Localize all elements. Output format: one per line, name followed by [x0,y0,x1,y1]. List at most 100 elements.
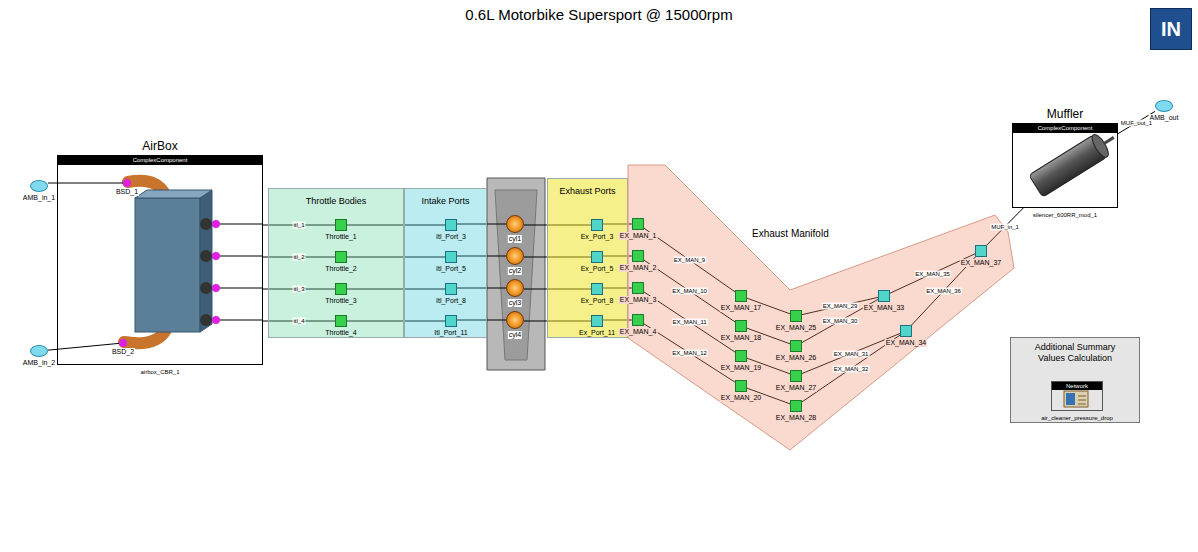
pipe-label: EX_MAN_9 [673,257,706,264]
pipe-connector [48,183,123,184]
node-label: EX_MAN_37 [960,259,1002,267]
node-label: EX_MAN_28 [775,414,817,422]
manifold-shape [628,165,1014,450]
flow-split: EX_MAN_3 [632,282,644,294]
port-pipe: Ex_Port_11 [591,315,603,327]
pipe-label: MUF_out_1 [1120,119,1153,126]
airbox-body [135,198,200,332]
port-pipe: Ex_Port_3 [591,219,603,231]
pipe-label: EX_MAN_11 [671,319,707,326]
muffler-illustration [1029,126,1121,197]
group-band: Throttle BodiesThrottle_1Throttle_2Throt… [268,188,404,338]
cylinder: cyl4 [506,311,524,329]
component-heading: AirBox [142,139,177,153]
throttle-valve: Throttle_4 [335,315,347,327]
node-label: Throttle_4 [324,329,358,337]
port-pipe: Itl_Port_5 [445,251,457,263]
port-pipe: Ex_Port_5 [591,251,603,263]
flow-split: EX_MAN_17 [735,290,747,302]
node-label: Ex_Port_11 [578,329,616,337]
panel-heading: Additional Summary Values Calculation [1011,342,1139,364]
ambient-boundary: AMB_out [1155,100,1173,112]
flow-split: EX_MAN_20 [735,380,747,392]
pipe-label: EX_MAN_12 [671,350,708,357]
node-label: BSD_2 [111,348,135,356]
ambient-boundary: AMB_in_1 [30,180,48,192]
pipe-connector [48,343,119,350]
throttle-valve: Throttle_3 [335,283,347,295]
node-label: Ex_Port_5 [580,265,615,273]
pipe-label: itl_4 [292,318,305,325]
node-label: EX_MAN_4 [619,328,658,336]
component-caption: silencer_600RR_mod_1 [1033,211,1097,219]
cylinder: cyl2 [506,247,524,265]
pipe-label: EX_MAN_35 [914,270,951,277]
pipe-label: EX_MAN_31 [833,350,870,357]
flow-split: EX_MAN_28 [790,400,802,412]
pipe-label: EX_MAN_30 [822,318,859,325]
node-label: Itl_Port_5 [435,265,467,273]
node-label: EX_MAN_3 [619,296,658,304]
group-heading: Exhaust Manifold [752,228,829,240]
node-label: cyl2 [508,267,522,275]
component-header-bar: ComplexComponent [58,156,262,165]
pipe-label: EX_MAN_29 [822,303,859,310]
group-heading: Exhaust Ports [548,185,627,197]
node-label: AMB_in_2 [22,359,56,367]
flow-split: EX_MAN_4 [632,314,644,326]
node-label: AMB_out [1149,114,1180,122]
node-label: Throttle_3 [324,297,358,305]
throttle-valve: Throttle_2 [335,251,347,263]
summary-panel: Additional Summary Values CalculationNet… [1010,337,1140,423]
port-pipe: Ex_Port_8 [591,283,603,295]
node-label: Throttle_1 [324,233,358,241]
node-label: Itl_Port_8 [435,297,467,305]
node-label: EX_MAN_25 [775,324,817,332]
node-label: EX_MAN_27 [775,384,817,392]
pipe-volume: EX_MAN_37 [975,245,987,257]
block-caption: air_cleaner_pressure_drop [1041,414,1113,422]
node-label: cyl4 [508,331,522,339]
node-label: cyl3 [508,299,522,307]
node-label: EX_MAN_18 [720,334,762,342]
node-label: EX_MAN_1 [619,232,658,240]
pipe-label: MUF_in_1 [990,223,1020,230]
airbox-illustration [124,181,263,343]
block-header-bar: Network [1052,382,1102,390]
logo-text: IN [1151,9,1191,49]
node-label: AMB_in_1 [22,194,56,202]
engine-block [487,178,545,370]
node-label: BSD_1 [115,188,139,196]
component-heading: Muffler [1047,107,1083,121]
pipe-label: EX_MAN_10 [671,288,708,295]
port-pipe: Itl_Port_8 [445,283,457,295]
group-band: Exhaust PortsEx_Port_3Ex_Port_5Ex_Port_8… [547,178,628,338]
airbox-top [135,190,212,198]
airbox-outlets [200,218,263,326]
bellmouth-dot: BSD_1 [123,179,131,187]
node-label: EX_MAN_19 [720,364,762,372]
port-pipe: Itl_Port_3 [445,219,457,231]
component-caption: airbox_CBR_1 [140,368,179,376]
pipe-volume: EX_MAN_34 [900,325,912,337]
node-label: EX_MAN_33 [863,304,905,312]
node-label: Ex_Port_3 [580,233,615,241]
flow-split: EX_MAN_26 [790,340,802,352]
node-label: Itl_Port_3 [435,233,467,241]
flow-split: EX_MAN_25 [790,310,802,322]
cylinder: cyl3 [506,279,524,297]
network-block: Networkair_cleaner_pressure_drop [1051,381,1103,411]
diagram-title: 0.6L Motorbike Supersport @ 15000rpm [0,6,1198,23]
flow-split: EX_MAN_2 [632,250,644,262]
node-label: EX_MAN_34 [885,339,927,347]
node-label: Itl_Port_11 [433,329,468,337]
node-label: EX_MAN_20 [720,394,762,402]
complex-component: MufflerComplexComponentsilencer_600RR_mo… [1012,123,1118,208]
group-heading: Throttle Bodies [269,195,403,207]
pipe-label: itl_1 [292,222,305,229]
node-label: EX_MAN_17 [720,304,762,312]
cylinder: cyl1 [506,215,524,233]
